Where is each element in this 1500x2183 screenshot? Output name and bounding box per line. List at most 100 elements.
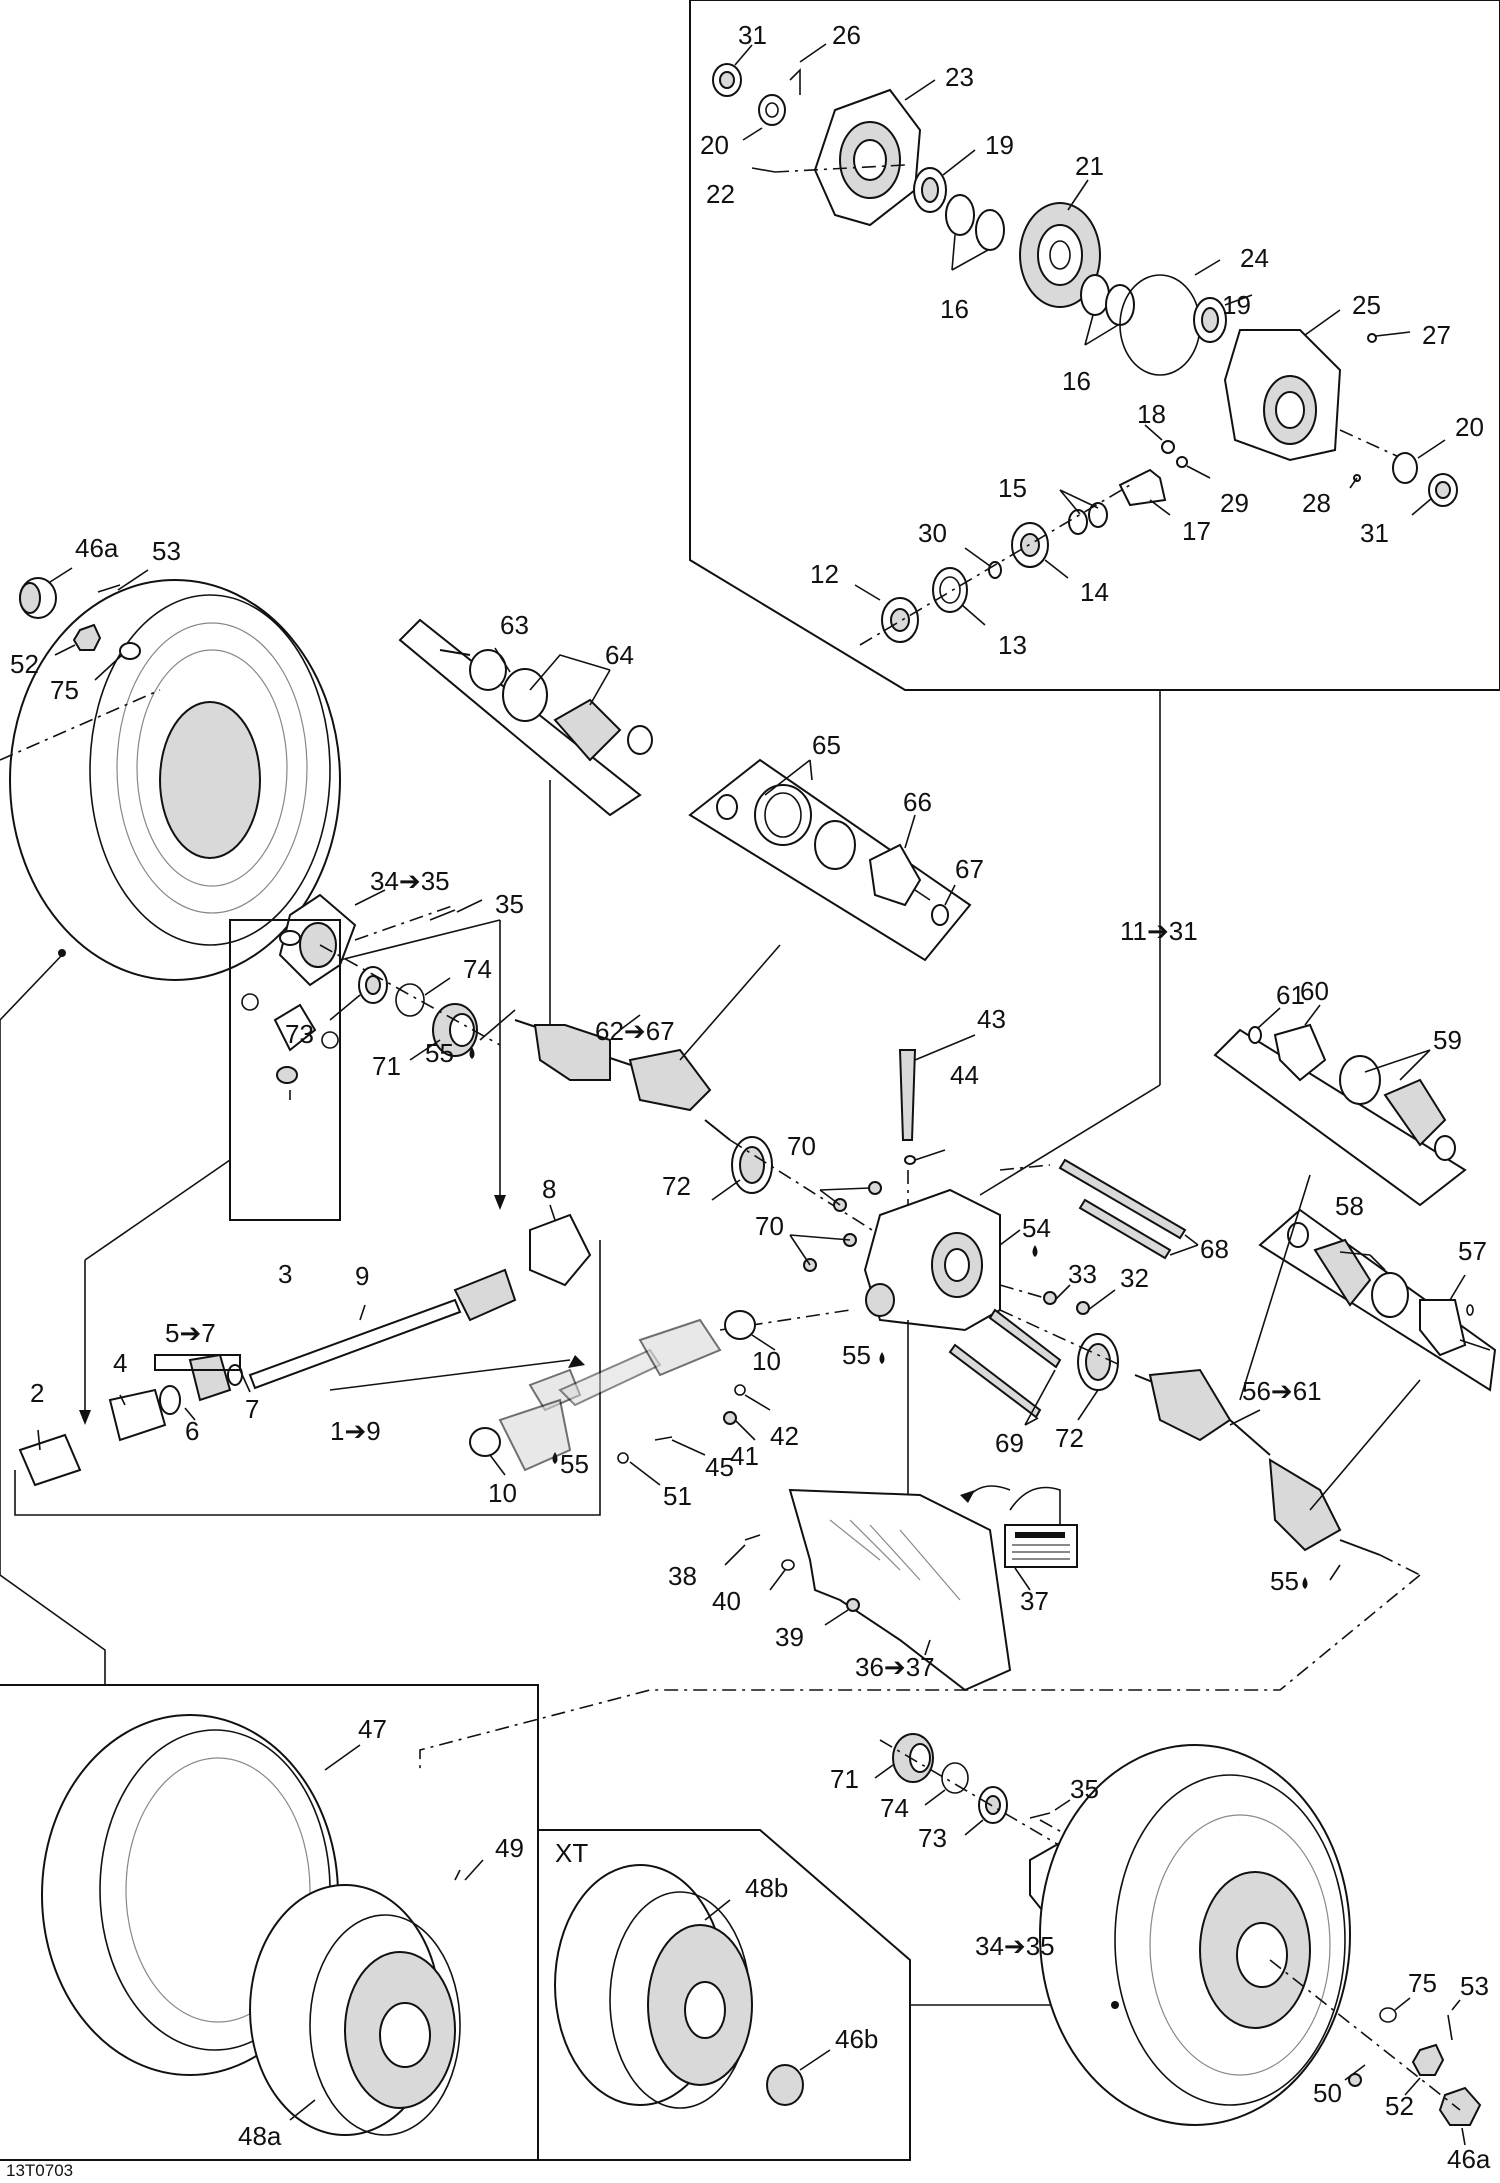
leader-line <box>764 759 813 796</box>
grease-drop-icon <box>552 1452 558 1464</box>
shim-16c <box>1080 274 1110 316</box>
washer-42 <box>734 1384 746 1396</box>
callout: 74 <box>463 954 492 984</box>
leader-line <box>1329 1564 1341 1581</box>
coupler-10-left <box>469 1427 501 1457</box>
leader-line <box>1339 1251 1386 1271</box>
nut-52-top <box>72 623 102 651</box>
leader-line <box>1344 2064 1366 2081</box>
bolt-45 <box>654 1436 673 1441</box>
leader-line <box>789 1234 851 1266</box>
nut-39 <box>846 1598 860 1612</box>
callout: 22 <box>706 179 735 209</box>
callout: 74 <box>880 1793 909 1823</box>
leader-line <box>711 1179 741 1201</box>
grease-drop-icon <box>1032 1245 1038 1257</box>
clamp-64b <box>627 725 653 755</box>
callout: 73 <box>285 1019 314 1049</box>
axis-line <box>999 1164 1051 1171</box>
bearing-19-upper <box>913 167 947 213</box>
o-ring-74-top <box>395 983 425 1017</box>
callout: 18 <box>1137 399 1166 429</box>
callout: 57 <box>1458 1236 1487 1266</box>
leader-line <box>289 2099 316 2121</box>
bolt-69b <box>948 1343 1042 1419</box>
leader-line <box>359 1304 366 1321</box>
wheel-48a <box>249 1884 461 2136</box>
boot-kit-63-64-box <box>398 618 642 817</box>
shim-15a <box>1068 509 1088 535</box>
boot-5 <box>188 1353 232 1402</box>
callout: 50 <box>1313 2078 1342 2108</box>
plug-27 <box>1367 333 1377 343</box>
callout: 34➔35 <box>975 1931 1055 1961</box>
shim-16a <box>945 194 975 236</box>
leader-line <box>1349 477 1358 489</box>
drive-shaft-62 <box>514 1019 731 1141</box>
washer-33 <box>1043 1291 1057 1305</box>
leader-line <box>456 899 483 913</box>
callout: 16 <box>1062 366 1091 396</box>
leader-line <box>751 1334 776 1351</box>
callout: 35 <box>1070 1774 1099 1804</box>
clip-44 <box>904 1155 916 1165</box>
callout: 11➔31 <box>1120 916 1198 946</box>
leader-line <box>944 884 956 906</box>
callout: 42 <box>770 1421 799 1451</box>
leader-line <box>1364 1049 1431 1081</box>
callout: 73 <box>918 1823 947 1853</box>
washer-18 <box>1161 440 1175 454</box>
coupler-10-right <box>724 1310 756 1340</box>
leader-line <box>742 127 763 141</box>
callout: 63 <box>500 610 529 640</box>
xt-wheel-inset-frame <box>538 1829 911 2161</box>
ring-61 <box>1248 1026 1262 1044</box>
prop-shaft-assembly-bracket <box>14 1240 601 1516</box>
callout: 1➔9 <box>330 1416 381 1446</box>
cap-3b <box>276 1066 298 1084</box>
callout: 62➔67 <box>595 1016 675 1046</box>
leader-line <box>1087 1289 1116 1311</box>
seal-3a <box>241 993 259 1011</box>
stud-35-bottom <box>1029 1812 1051 1819</box>
cotter-pin-53-top <box>97 584 121 593</box>
shim-16b <box>975 209 1005 251</box>
callout: 10 <box>488 1478 517 1508</box>
yoke-8 <box>529 1213 592 1287</box>
leader-line <box>819 1187 871 1206</box>
leader-line <box>1054 1799 1071 1811</box>
callout: 30 <box>918 518 947 548</box>
callout: 8 <box>542 1174 556 1204</box>
bearing-71-bottom <box>892 1733 934 1783</box>
cv-joint-66 <box>868 843 931 907</box>
callout: 6 <box>185 1416 199 1446</box>
washer-75-bottom <box>1379 2007 1397 2023</box>
leader-line <box>464 1859 484 1881</box>
leader-line <box>37 1429 41 1451</box>
leader-line <box>969 1485 1011 1496</box>
seal-3b <box>321 1031 339 1049</box>
callout: 55 <box>425 1038 454 1068</box>
callout: 23 <box>945 62 974 92</box>
leader-line <box>1186 465 1211 479</box>
leader-line <box>1044 559 1069 579</box>
washer-51 <box>617 1452 629 1464</box>
callout: 2 <box>30 1378 44 1408</box>
callout: 59 <box>1433 1025 1462 1055</box>
leader-line <box>671 1439 706 1456</box>
leader-line <box>979 1084 1161 1196</box>
boot-kit-5-7-box <box>154 1354 241 1371</box>
leader-line <box>914 1149 946 1161</box>
bearing-20 <box>758 94 786 126</box>
leader-line <box>1451 1999 1461 2011</box>
axis-line <box>1269 1959 1461 2111</box>
leader-line <box>424 977 451 996</box>
bolt-68a <box>1058 1158 1187 1240</box>
leader-line <box>629 1461 661 1486</box>
callout: 56➔61 <box>1242 1376 1322 1406</box>
rear-right-tire-assembly <box>1039 1744 1351 2126</box>
boot-kit-65-67-box <box>688 758 972 962</box>
callout: 38 <box>668 1561 697 1591</box>
callout: 34➔35 <box>370 866 450 896</box>
